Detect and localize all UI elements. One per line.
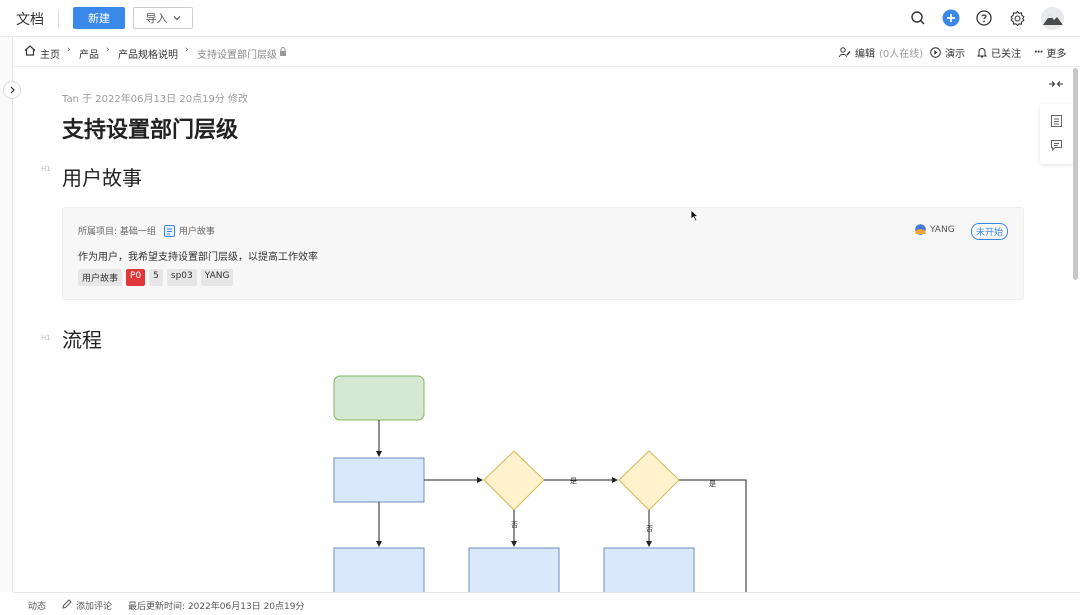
breadcrumb: 主页 › 产品 › 产品规格说明 › 支持设置部门层级 编辑 (0人在线) 演示…	[13, 37, 1080, 67]
side-tool-panel	[1040, 104, 1074, 164]
chevron-right-icon: ›	[106, 45, 110, 55]
lock-icon	[280, 47, 286, 56]
flow-decision-node[interactable]	[483, 450, 545, 511]
left-rail	[0, 37, 13, 592]
page-title: 支持设置部门层级	[62, 118, 239, 143]
flow-process-node[interactable]	[468, 547, 560, 599]
flow-process-node[interactable]	[333, 457, 425, 503]
flow-process-node[interactable]	[333, 547, 425, 599]
story-description: 作为用户，我希望支持设置部门层级，以提高工作效率	[78, 252, 318, 263]
play-icon	[930, 47, 941, 58]
heading-marker: H1	[41, 334, 51, 342]
chevron-right-icon	[10, 86, 15, 94]
settings-icon[interactable]	[1007, 8, 1027, 28]
collapse-icon[interactable]	[1048, 78, 1064, 90]
assignee-name: YANG	[930, 224, 955, 235]
import-label: 导入	[145, 12, 168, 25]
top-bar: 文档 新建 导入	[0, 0, 1080, 37]
chevron-down-icon	[173, 16, 180, 21]
mouse-cursor-icon	[690, 209, 700, 222]
edit-button[interactable]: 编辑 (0人在线)	[839, 45, 923, 60]
story-meta: 所属项目: 基础一组 用户故事	[78, 224, 215, 237]
section-heading-flow: 流程	[62, 328, 102, 352]
flow-start-node[interactable]	[333, 375, 425, 421]
breadcrumb-current: 支持设置部门层级	[197, 50, 277, 61]
chevron-right-icon: ›	[67, 45, 71, 55]
help-icon[interactable]	[974, 8, 994, 28]
search-icon[interactable]	[908, 8, 928, 28]
plus-circle-icon[interactable]	[941, 8, 961, 28]
tag-priority: P0	[126, 269, 146, 286]
heading-marker: H1	[41, 165, 51, 173]
flow-decision-node[interactable]	[618, 450, 680, 511]
flow-process-node[interactable]	[603, 547, 695, 599]
app-title: 文档	[16, 12, 44, 28]
tag-owner: YANG	[200, 269, 234, 286]
story-icon	[163, 224, 175, 237]
footer: 动态 添加评论 最后更新时间: 2022年06月13日 20点19分	[13, 592, 1080, 615]
comment-icon[interactable]	[1051, 140, 1062, 151]
chevron-right-icon: ›	[185, 45, 189, 55]
breadcrumb-spec[interactable]: 产品规格说明	[118, 50, 178, 61]
more-label: 更多	[1046, 49, 1067, 60]
assignee[interactable]: YANG	[915, 224, 955, 235]
expand-sidebar-button[interactable]	[3, 81, 21, 99]
import-button[interactable]: 导入	[133, 7, 193, 29]
status-badge[interactable]: 未开始	[971, 223, 1009, 240]
avatar[interactable]	[1041, 7, 1064, 30]
follow-label: 已关注	[991, 49, 1021, 60]
last-updated: 最后更新时间: 2022年06月13日 20点19分	[128, 602, 305, 612]
follow-button[interactable]: 已关注	[977, 45, 1021, 60]
flow-no-label: 否	[646, 525, 653, 533]
flow-yes-label: 是	[709, 480, 716, 488]
home-icon[interactable]	[24, 45, 36, 56]
breadcrumb-home[interactable]: 主页	[40, 50, 60, 61]
online-count: (0人在线)	[879, 49, 924, 60]
bell-icon	[977, 48, 987, 58]
pencil-icon	[62, 599, 72, 609]
tag-points: 5	[149, 269, 163, 286]
assignee-avatar	[915, 224, 926, 235]
breadcrumb-product[interactable]: 产品	[79, 50, 99, 61]
story-type-label: 用户故事	[178, 227, 215, 237]
divider	[58, 10, 59, 27]
more-icon: ···	[1034, 47, 1043, 58]
new-button[interactable]: 新建	[73, 7, 125, 29]
add-comment-button[interactable]: 添加评论	[76, 602, 113, 612]
flow-connector	[679, 479, 747, 600]
story-type: 用户故事	[163, 224, 215, 237]
flow-yes-label: 是	[570, 477, 577, 485]
tag-list: 用户故事 P0 5 sp03 YANG	[78, 269, 234, 286]
user-story-card[interactable]: 所属项目: 基础一组 用户故事 作为用户，我希望支持设置部门层级，以提高工作效率…	[62, 207, 1024, 300]
tag-sprint: sp03	[166, 269, 197, 286]
edit-users-icon	[839, 47, 851, 58]
modified-meta: Tan 于 2022年06月13日 20点19分 修改	[62, 94, 248, 105]
more-button[interactable]: ··· 更多	[1034, 45, 1066, 60]
tag-type: 用户故事	[78, 269, 123, 286]
scrollbar[interactable]	[1073, 68, 1078, 280]
activity-tab[interactable]: 动态	[28, 602, 47, 612]
outline-icon[interactable]	[1051, 115, 1062, 127]
section-heading-user-story: 用户故事	[62, 166, 142, 190]
edit-label: 编辑	[855, 49, 875, 60]
flow-no-label: 否	[511, 521, 518, 529]
project-label: 所属项目: 基础一组	[78, 227, 156, 237]
present-label: 演示	[945, 49, 965, 60]
present-button[interactable]: 演示	[930, 45, 965, 60]
